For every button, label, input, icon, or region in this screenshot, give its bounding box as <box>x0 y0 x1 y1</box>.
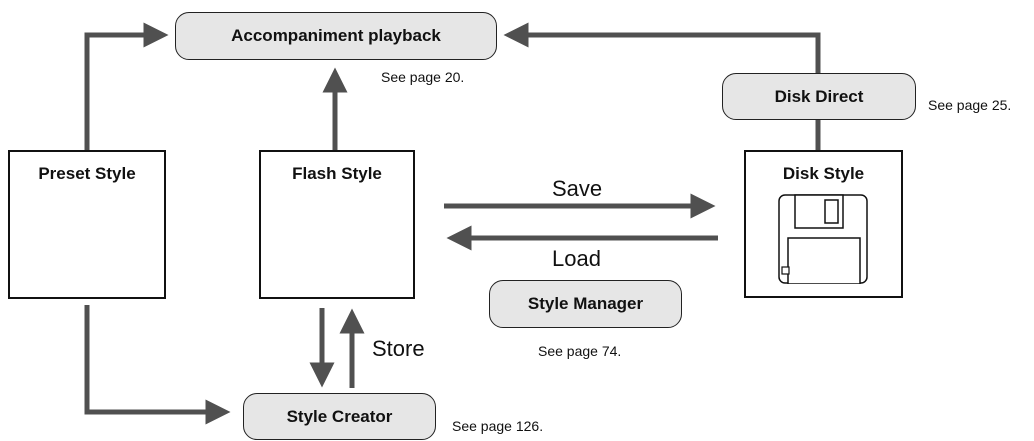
disk-direct-node: Disk Direct <box>722 73 916 120</box>
store-label: Store <box>372 336 425 361</box>
flash-style-title: Flash Style <box>292 164 382 183</box>
preset-style-box: Preset Style <box>8 150 166 299</box>
style-manager-node: Style Manager <box>489 280 682 328</box>
flash-style-box: Flash Style <box>259 150 415 299</box>
style-manager-label: Style Manager <box>527 294 644 313</box>
preset-style-title: Preset Style <box>38 164 136 183</box>
floppy-disk-icon <box>778 194 868 284</box>
preset-to-creator-arrow <box>84 305 231 425</box>
disk-direct-label: Disk Direct <box>774 86 864 106</box>
accompaniment-playback-label: Accompaniment playback <box>231 26 441 45</box>
accompaniment-playback-node: Accompaniment playback <box>175 12 497 60</box>
style-creator-page-ref: See page 126. <box>452 418 544 434</box>
save-label: Save <box>552 176 603 201</box>
preset-to-playback-arrow <box>84 22 169 150</box>
disk-style-title: Disk Style <box>782 164 865 183</box>
style-creator-node: Style Creator <box>243 393 436 440</box>
style-manager-page-ref: See page 74. <box>538 343 622 359</box>
load-label: Load <box>552 246 601 271</box>
style-creator-label: Style Creator <box>286 406 393 426</box>
disk-direct-page-ref: See page 25. <box>928 97 1012 113</box>
disk-style-box: Disk Style <box>744 150 903 298</box>
accompaniment-playback-page-ref: See page 20. <box>381 69 465 85</box>
